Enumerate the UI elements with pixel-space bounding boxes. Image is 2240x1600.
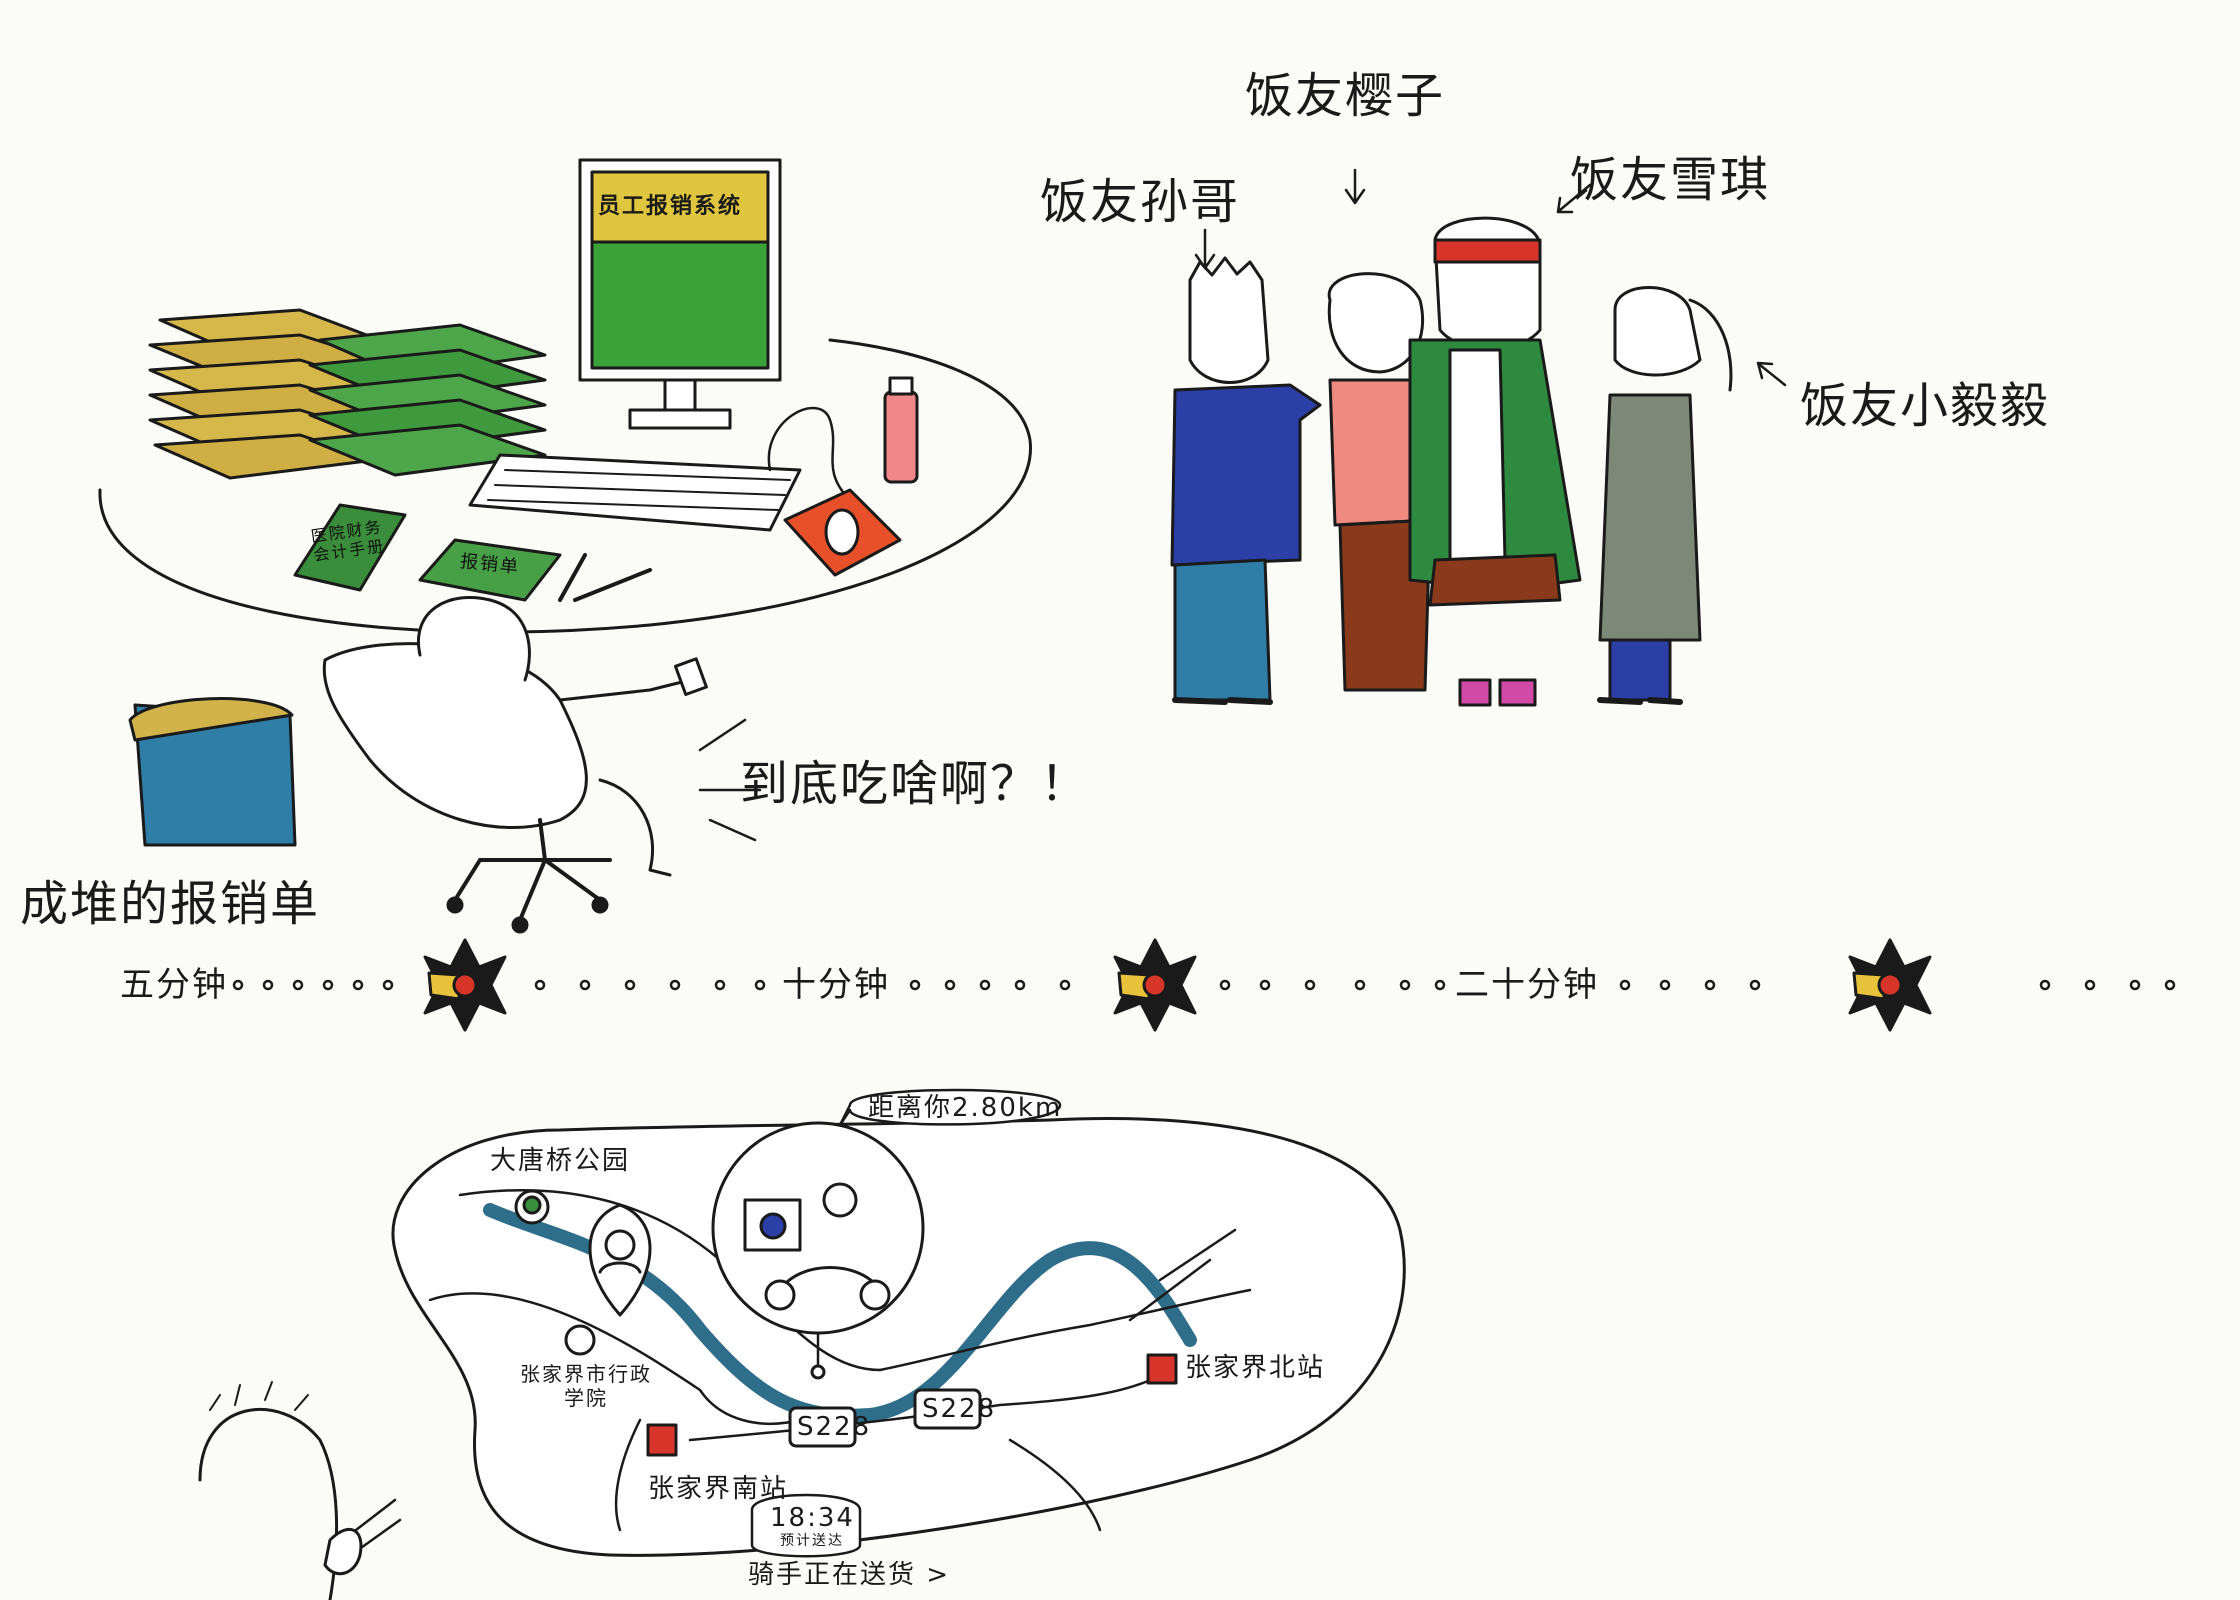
friend-yiyi-label: 饭友小毅毅 — [1800, 378, 2051, 434]
timeline-dots — [232, 979, 2176, 991]
flower-3 — [1848, 938, 1932, 1032]
green-paper-stack — [308, 323, 547, 477]
friend-xueqi-figure — [1408, 216, 1582, 707]
time-bubble — [750, 1493, 862, 1558]
speech-marks — [698, 718, 762, 842]
mouse-cable — [767, 406, 852, 502]
friend-yingzi-label: 饭友樱子 — [1245, 68, 1446, 124]
map-road-label-2: S228 — [922, 1394, 997, 1424]
friend-sun-figure — [1170, 256, 1322, 705]
flower-1 — [423, 938, 507, 1032]
timeline-twenty-min: 二十分钟 — [1455, 965, 1599, 1005]
arrow-yiyi — [1756, 361, 1787, 387]
person-with-phone — [198, 1381, 402, 1600]
friend-xueqi-label: 饭友雪琪 — [1570, 152, 1771, 208]
tree-icon — [514, 1189, 550, 1225]
delivery-rider-bubble — [711, 1121, 925, 1380]
timeline-five-min: 五分钟 — [120, 965, 228, 1005]
north-station-marker — [1146, 1353, 1178, 1385]
pen-2 — [573, 568, 652, 602]
map-south-station-label: 张家界南站 — [648, 1474, 789, 1504]
finance-book — [293, 503, 407, 592]
arrow-xueqi — [1556, 183, 1592, 214]
map-eta-sub: 预计送达 — [780, 1533, 844, 1549]
map-park-label: 大唐桥公园 — [490, 1146, 631, 1176]
road-sign-2 — [913, 1388, 982, 1430]
map-school-label: 张家界市行政 学院 — [520, 1362, 652, 1410]
location-pin-icon — [588, 1203, 652, 1317]
mouse-pad — [783, 488, 902, 577]
office-chair — [322, 642, 612, 934]
road-sign-1 — [788, 1406, 857, 1448]
monitor — [578, 158, 782, 430]
rider-status-link[interactable]: 骑手正在送货 > — [748, 1560, 951, 1590]
friend-yiyi-figure — [1597, 286, 1733, 705]
map-distance-label: 距离你2.80km — [868, 1093, 1063, 1123]
friend-sun-label: 饭友孙哥 — [1040, 174, 1241, 230]
water-bottle — [883, 376, 919, 484]
arrow-yingzi — [1344, 168, 1366, 205]
map-north-station-label: 张家界北站 — [1185, 1353, 1326, 1383]
friend-yingzi-figure — [1327, 272, 1432, 692]
map-eta-time: 18:34 — [770, 1503, 855, 1533]
desk — [98, 338, 1032, 634]
reimburse-pile-label: 成堆的报销单 — [20, 876, 321, 932]
reimburse-book — [418, 538, 562, 602]
timeline-ten-min: 十分钟 — [782, 965, 890, 1005]
flower-2 — [1113, 938, 1197, 1032]
map-road-label-1: S228 — [797, 1412, 872, 1442]
arrow-sun — [1194, 228, 1216, 270]
reimbursement-basket — [128, 697, 297, 847]
school-marker — [564, 1324, 596, 1356]
distance-bubble — [838, 1088, 1062, 1127]
system-screen-label: 员工报销系统 — [598, 194, 743, 219]
south-station-marker — [646, 1423, 678, 1457]
keyboard — [468, 453, 802, 532]
pen-1 — [558, 553, 587, 602]
speech-text: 到底吃啥啊？！ — [740, 756, 1091, 812]
person-at-desk — [417, 595, 708, 877]
